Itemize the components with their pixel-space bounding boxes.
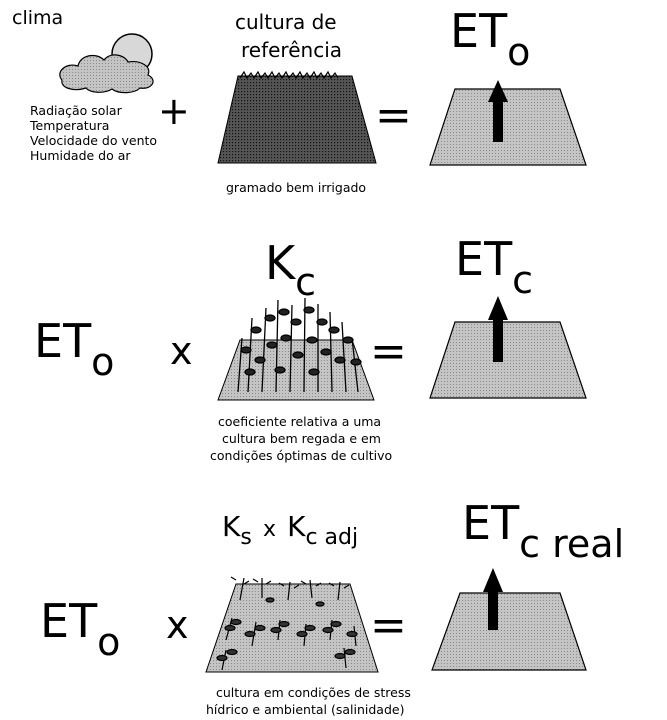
equals-sign: = bbox=[370, 600, 407, 651]
et-text: ET bbox=[34, 314, 92, 368]
et-subscript: c real bbox=[519, 522, 625, 566]
ks-kcadj-label: Ks x Kc adj bbox=[222, 510, 358, 550]
ks-text: K bbox=[222, 510, 241, 543]
eto-factor-label: ETo bbox=[34, 318, 114, 384]
stressed-crop-icon bbox=[205, 576, 379, 673]
etc-real-result-label: ETc real bbox=[462, 500, 624, 566]
et-text: ET bbox=[450, 4, 508, 58]
et-subscript: o bbox=[507, 30, 531, 74]
times-sign: x bbox=[262, 517, 276, 542]
et-text: ET bbox=[455, 232, 513, 286]
times-sign: x bbox=[166, 603, 189, 647]
grass-field-icon bbox=[217, 70, 377, 164]
equals-sign: = bbox=[375, 90, 412, 141]
eto-result-label: ETo bbox=[450, 8, 530, 74]
kc-caption: cultura bem regada e em bbox=[222, 431, 381, 446]
clima-factor: Humidade do ar bbox=[30, 148, 131, 163]
et-surface-1 bbox=[429, 80, 587, 166]
kc-caption: condições óptimas de cultivo bbox=[210, 448, 393, 463]
stress-caption: hídrico e ambiental (salinidade) bbox=[206, 702, 405, 717]
et-subscript: o bbox=[97, 620, 121, 664]
clima-label: clima bbox=[12, 7, 64, 29]
et-text: ET bbox=[40, 594, 98, 648]
et-surface-2 bbox=[429, 296, 587, 399]
reference-crop-caption: gramado bem irrigado bbox=[226, 180, 367, 195]
kc-label: Kc bbox=[265, 240, 316, 304]
sun-cloud-icon bbox=[59, 33, 154, 94]
reference-crop-title: cultura de bbox=[235, 10, 337, 34]
k-subscript: c bbox=[295, 260, 317, 304]
reference-crop-title: referência bbox=[241, 38, 343, 62]
times-sign: x bbox=[170, 329, 193, 373]
equals-sign: = bbox=[370, 326, 407, 377]
plus-sign: + bbox=[158, 89, 190, 133]
et-subscript: c bbox=[512, 258, 534, 302]
et-text: ET bbox=[462, 496, 520, 550]
stress-caption: cultura em condições de stress bbox=[216, 685, 411, 700]
k-text: K bbox=[265, 236, 296, 290]
et-subscript: o bbox=[91, 340, 115, 384]
etc-result-label: ETc bbox=[455, 236, 533, 302]
clima-factor: Velocidade do vento bbox=[30, 133, 158, 148]
kc-subscript: c adj bbox=[305, 525, 359, 550]
eto-factor-label: ETo bbox=[40, 598, 120, 664]
well-watered-crop-icon bbox=[217, 297, 375, 401]
clima-factor: Temperatura bbox=[30, 118, 110, 133]
kc-text: K bbox=[287, 510, 306, 543]
kc-caption: coeficiente relativa a uma bbox=[218, 414, 382, 429]
clima-factor: Radiação solar bbox=[30, 103, 122, 118]
et-surface-3 bbox=[431, 568, 587, 671]
ks-subscript: s bbox=[240, 525, 252, 550]
